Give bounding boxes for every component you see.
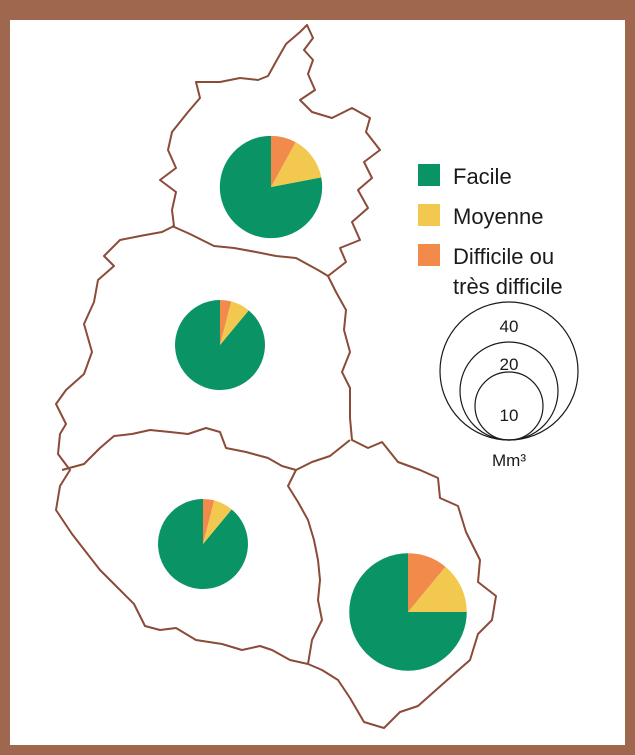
pie-charts: [158, 135, 467, 671]
pie-slice-ardennes-facile: [219, 135, 323, 239]
pie-slice-ardennes-moyenne: [271, 142, 322, 187]
size-scale-labels: 40 20 10 Mm³: [492, 317, 526, 470]
pie-slice-marne-moyenne: [220, 301, 249, 345]
legend-swatch-moyenne: [418, 204, 440, 226]
pie-slice-haute-marne-difficile: [408, 553, 446, 612]
legend-label-difficile-line1: Difficile ou: [453, 244, 554, 269]
legend-swatch-facile: [418, 164, 440, 186]
border-ardennes-marne: [171, 225, 329, 277]
legend: Facile Moyenne Difficile ou très diffici…: [418, 164, 563, 299]
region-outline: [55, 24, 497, 729]
border-marne-aube: [61, 427, 351, 471]
pie-slice-ardennes-difficile: [271, 135, 296, 187]
legend-label-facile: Facile: [453, 164, 512, 189]
pie-slice-haute-marne-moyenne: [408, 566, 467, 612]
scale-circle-10: [474, 371, 544, 441]
scale-unit: Mm³: [492, 451, 526, 470]
department-borders: [55, 24, 497, 729]
border-aube-haute-marne: [287, 469, 323, 665]
scale-label-20: 20: [500, 355, 519, 374]
pie-slice-marne-difficile: [220, 300, 232, 345]
pie-slice-marne-facile: [175, 300, 265, 390]
scale-label-10: 10: [500, 406, 519, 425]
pie-slice-aube-facile: [158, 499, 248, 589]
scale-label-40: 40: [500, 317, 519, 336]
legend-swatch-difficile: [418, 244, 440, 266]
pie-slice-aube-moyenne: [203, 500, 232, 544]
legend-label-moyenne: Moyenne: [453, 204, 544, 229]
size-scale: [439, 301, 579, 441]
pie-slice-aube-difficile: [203, 499, 215, 544]
legend-label-difficile-line2: très difficile: [453, 274, 563, 299]
